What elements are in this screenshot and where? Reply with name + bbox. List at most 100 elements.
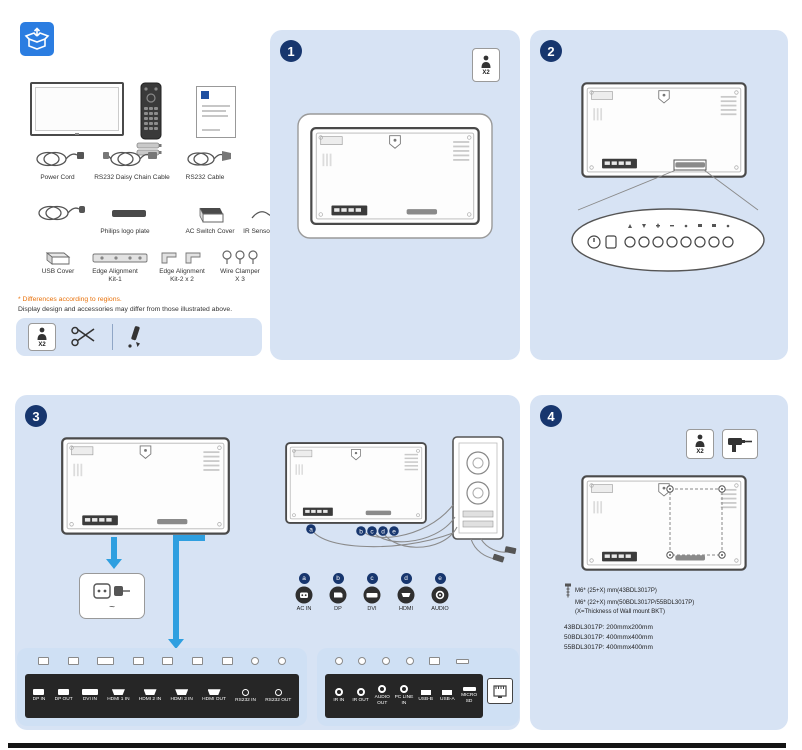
display-front-illustration	[30, 82, 124, 136]
port-micro-sd: MICRO SD	[459, 687, 480, 704]
item-label-logo-plate: Philips logo plate	[100, 228, 150, 235]
two-person-chip: X2	[28, 323, 56, 351]
hdmi-plug-silhouette	[192, 657, 203, 665]
manual-text-line	[202, 110, 226, 112]
step1-panel: 1 X2	[270, 30, 520, 360]
step2-panel: 2	[530, 30, 788, 360]
hdmi-plug-silhouette	[221, 657, 233, 665]
pc-line-in-jack	[399, 685, 408, 694]
jack-plug-silhouette	[334, 657, 343, 665]
svg-text:e: e	[392, 528, 396, 535]
port-dp-out: DP OUT	[55, 689, 73, 703]
connector-strip-box-2: IR IN IR OUT AUDIO OUT PC LINE IN USB-B …	[317, 648, 519, 726]
port-label: DVI IN	[82, 697, 97, 703]
connection-letter-badges: a b c d e	[306, 524, 399, 536]
svg-text:c: c	[370, 528, 374, 535]
sd-card-silhouette	[456, 658, 470, 664]
hdmi-plug-silhouette	[132, 657, 144, 665]
micro-sd-slot	[462, 687, 476, 692]
person-icon	[481, 55, 491, 68]
screw-icon	[565, 583, 571, 598]
toolbar-divider	[112, 324, 113, 350]
port-audio-out: AUDIO OUT	[372, 685, 393, 706]
svg-text:b: b	[359, 528, 363, 535]
port-ir-in: IR IN	[328, 688, 349, 704]
plug-icon	[93, 582, 130, 599]
rs232-plug-silhouette	[277, 657, 286, 665]
connector-silhouettes	[29, 654, 295, 668]
strip-arrow-head	[168, 639, 184, 649]
rj45-port-box	[487, 678, 513, 704]
ir-in-jack	[334, 688, 343, 697]
legend-label: HDMI	[398, 606, 414, 612]
port-hdmi1-in: HDMI 1 IN	[107, 689, 130, 703]
step1-badge: 1	[280, 40, 302, 62]
dp-port	[33, 689, 45, 696]
design-note: Display design and accessories may diffe…	[18, 306, 233, 313]
display-on-sheet-illustration	[297, 113, 493, 239]
screw-line-1: M6* (25+X) mm(43BDL3017P)	[575, 587, 657, 594]
edge-alignment-kit1-illustration	[92, 253, 148, 263]
legend-dp: b DP	[321, 573, 355, 612]
port-hdmi-out: HDMI OUT	[202, 689, 226, 703]
dp-port	[58, 689, 70, 696]
edge-alignment-kit2-illustration	[161, 252, 201, 264]
hdmi-port	[175, 689, 189, 696]
manual-logo	[201, 91, 209, 99]
rs232-port	[274, 688, 282, 696]
display-keypad-callout-illustration	[571, 82, 765, 272]
legend-audio: e AUDIO	[423, 573, 457, 612]
manual-text-line	[202, 115, 228, 117]
port-label: DP IN	[32, 697, 46, 703]
port-label: HDMI 3 IN	[170, 697, 193, 703]
port-rs232-out: RS232 OUT	[265, 688, 291, 704]
user-manual-illustration	[196, 86, 236, 138]
legend-hdmi: d HDMI	[389, 573, 423, 612]
screw-line-3: (X=Thickness of Wall mount BKT)	[575, 609, 665, 615]
ac-switch-cover-illustration	[199, 207, 224, 223]
rs232-cable-illustration	[187, 151, 231, 166]
pc-tower	[452, 436, 504, 540]
dp-port-icon	[329, 586, 347, 604]
legend-ac-in: a AC IN	[287, 573, 321, 612]
regions-note: * Differences according to regions.	[18, 296, 122, 303]
vesa-line-43: 43BDL3017P: 200mmx200mm	[564, 624, 653, 631]
audio-out-jack	[378, 685, 387, 694]
port-dp-in: DP IN	[32, 689, 46, 703]
drill-icon	[728, 438, 752, 452]
hdmi-port	[143, 689, 157, 696]
connector-legend: a AC IN b DP c DVI d HDMI e	[287, 573, 457, 612]
remote-control-illustration	[140, 82, 162, 140]
ac-symbol: ~	[109, 601, 115, 613]
connector-silhouettes	[327, 654, 477, 668]
unpacking-icon	[20, 22, 54, 56]
item-label-power-cord: Power Cord	[40, 174, 75, 181]
audio-port-icon	[431, 586, 449, 604]
wire-clamper-illustration	[222, 250, 258, 264]
io-strip-1: DP IN DP OUT DVI IN HDMI 1 IN HDMI 2 IN …	[25, 674, 299, 718]
port-label: MICRO SD	[461, 693, 478, 704]
hdmi-port-icon	[397, 586, 415, 604]
dvi-plug-silhouette	[97, 657, 115, 665]
legend-dvi: c DVI	[355, 573, 389, 612]
port-label: IR OUT	[352, 698, 369, 704]
port-rs232-in: RS232 IN	[235, 688, 256, 704]
usb-b-port	[420, 689, 431, 695]
port-hdmi3-in: HDMI 3 IN	[171, 689, 193, 703]
vesa-line-50: 50BDL3017P: 400mmx400mm	[564, 634, 653, 642]
dvi-port-icon	[363, 586, 381, 604]
rs232-daisy-chain-cable-illustration	[103, 151, 157, 167]
dp-plug-silhouette	[67, 657, 79, 665]
cable-illustration	[38, 205, 85, 221]
io-strip-2: IR IN IR OUT AUDIO OUT PC LINE IN USB-B …	[325, 674, 483, 718]
person-count-label: X2	[38, 341, 46, 348]
scissors-icon	[71, 326, 95, 347]
item-label-ac-switch-cover: AC Switch Cover	[185, 228, 235, 235]
open-box-icon	[24, 27, 50, 50]
page-footer-bar	[8, 743, 786, 748]
legend-letter: c	[366, 573, 378, 584]
dp-plug-silhouette	[38, 657, 50, 665]
step3-panel: 3 ~	[15, 395, 520, 730]
